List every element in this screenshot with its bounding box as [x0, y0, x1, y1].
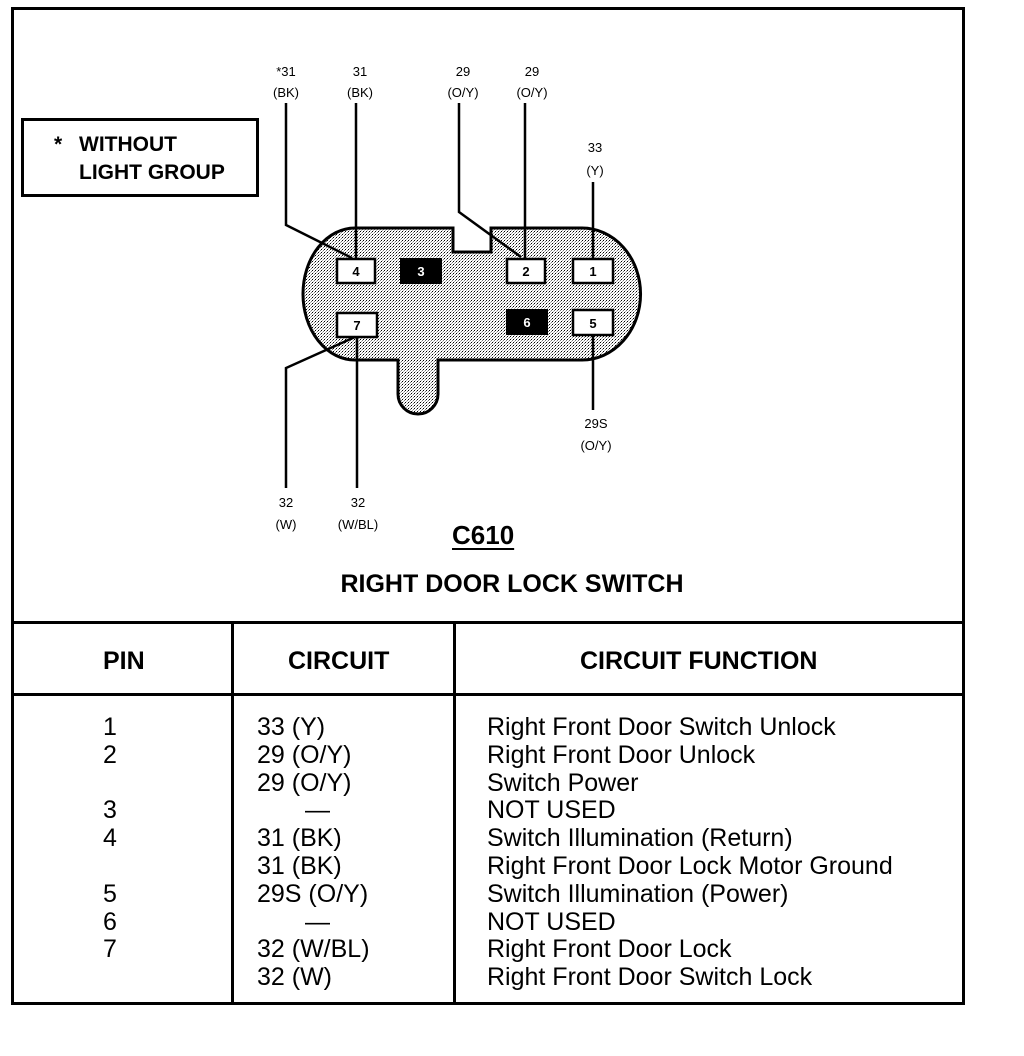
table-cell-circuit: 31 (BK): [257, 851, 342, 880]
table-cell-function: Switch Illumination (Power): [487, 879, 789, 908]
note-asterisk: *: [54, 133, 63, 156]
svg-text:2: 2: [522, 264, 529, 279]
header-circuit-function: CIRCUIT FUNCTION: [580, 647, 818, 675]
table-cell-function: Switch Illumination (Return): [487, 824, 793, 853]
table-cell-circuit: 29 (O/Y): [257, 768, 352, 797]
connector-id: C610: [452, 520, 515, 550]
svg-text:4: 4: [352, 264, 360, 279]
table-cell-pin: 5: [103, 879, 117, 908]
wire-label-29b: 29: [525, 64, 539, 79]
table-cell-function: NOT USED: [487, 796, 616, 825]
svg-text:1: 1: [589, 264, 596, 279]
circuit-column: 33 (Y) 29 (O/Y) 29 (O/Y) — 31 (BK) 31 (B…: [257, 713, 370, 992]
diagram-title: RIGHT DOOR LOCK SWITCH: [340, 570, 684, 598]
function-column: Right Front Door Switch Unlock Right Fro…: [487, 713, 893, 992]
table-cell-function: Switch Power: [487, 768, 639, 797]
pin-column: 1 2 3 4 5 6 7: [103, 713, 117, 992]
table-cell-function: NOT USED: [487, 907, 616, 936]
wire-label-33: 33: [588, 140, 602, 155]
table-cell-circuit: 29S (O/Y): [257, 879, 369, 908]
wire-label-32b: 32: [351, 495, 365, 510]
pin-5: 5: [571, 308, 615, 337]
table-cell-function: Right Front Door Switch Unlock: [487, 713, 836, 741]
wire-color-31-star: (BK): [273, 85, 299, 100]
wire-label-29a: 29: [456, 64, 470, 79]
wire-color-29a: (O/Y): [447, 85, 478, 100]
wire-32-w: [284, 335, 356, 488]
svg-text:5: 5: [589, 316, 596, 331]
table-cell-function: Right Front Door Switch Lock: [487, 963, 813, 992]
connector-diagram: 4 3 2 1 7 6 5 *31 (BK) 31 (BK) 29 (O/Y): [273, 64, 642, 532]
table-cell-circuit: 29 (O/Y): [257, 740, 352, 769]
pin-2: 2: [505, 257, 547, 285]
table-header-rule: [11, 693, 965, 696]
table-cell-function: Right Front Door Unlock: [487, 740, 756, 769]
pin-4: 4: [335, 257, 377, 285]
pin-1: 1: [571, 257, 615, 285]
svg-text:3: 3: [417, 264, 424, 279]
pin-6: 6: [506, 309, 548, 335]
table-cell-function: Right Front Door Lock Motor Ground: [487, 851, 893, 880]
svg-text:7: 7: [353, 318, 360, 333]
legend-note-box: * WITHOUT LIGHT GROUP: [21, 118, 259, 197]
table-cell-pin: [103, 964, 117, 992]
wire-label-32a: 32: [279, 495, 293, 510]
table-top-rule: [11, 621, 965, 624]
table-cell-pin: 6: [103, 907, 117, 936]
diagram-frame: [11, 7, 965, 1005]
header-pin: PIN: [103, 647, 145, 675]
table-cell-circuit: —: [305, 907, 330, 936]
pin-7: 7: [335, 311, 379, 339]
wire-color-29s: (O/Y): [580, 438, 611, 453]
svg-text:6: 6: [523, 315, 530, 330]
wire-label-31: 31: [353, 64, 367, 79]
table-cell-pin: 3: [103, 796, 117, 825]
wire-color-29b: (O/Y): [516, 85, 547, 100]
table-cell-circuit: 33 (Y): [257, 713, 326, 741]
wire-31-bk-star: [284, 103, 353, 260]
table-cell-pin: 2: [103, 740, 117, 769]
table-cell-pin: 1: [103, 713, 117, 741]
wire-color-31: (BK): [347, 85, 373, 100]
wire-label-29s: 29S: [584, 416, 607, 431]
wire-color-33: (Y): [586, 163, 603, 178]
wire-label-31-star: *31: [276, 64, 296, 79]
table-cell-circuit: 32 (W): [257, 963, 332, 992]
table-cell-pin: 7: [103, 935, 117, 964]
header-circuit: CIRCUIT: [288, 647, 390, 675]
table-cell-pin: 4: [103, 824, 117, 853]
wire-color-32b: (W/BL): [338, 517, 378, 532]
table-col-divider-1: [231, 622, 234, 1005]
wire-color-32a: (W): [276, 517, 297, 532]
table-cell-circuit: 31 (BK): [257, 824, 342, 853]
table-cell-circuit: 32 (W/BL): [257, 935, 370, 964]
table-cell-pin: [103, 770, 117, 798]
wire-29-oy-a: [457, 103, 522, 259]
table-cell-circuit: —: [305, 796, 330, 825]
table-col-divider-2: [453, 622, 456, 1005]
pin-3: 3: [400, 258, 442, 284]
table-cell-function: Right Front Door Lock: [487, 935, 732, 964]
note-line-2: LIGHT GROUP: [79, 161, 225, 184]
connector-body: [301, 226, 642, 416]
note-line-1: WITHOUT: [79, 133, 177, 156]
table-cell-pin: [103, 853, 117, 881]
